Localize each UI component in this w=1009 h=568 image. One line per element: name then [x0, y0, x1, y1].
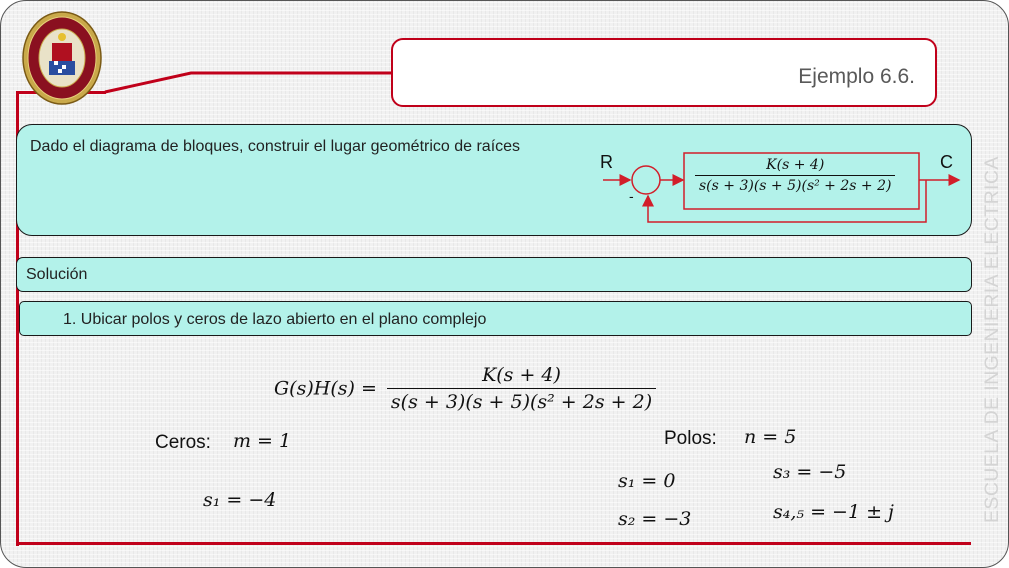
pole-3: s₃ = −5 [773, 461, 847, 483]
red-connector-line [104, 71, 393, 94]
feedback-sign: - [629, 188, 634, 204]
transfer-function-block [683, 152, 920, 210]
school-name-vertical: ESCUELA DE INGENIERIA ELECTRICA [981, 156, 1003, 523]
pole-4-5: s₄,₅ = −1 ± j [773, 501, 894, 523]
block-tf-denominator: s(s + 3)(s + 5)(s² + 2s + 2) [695, 175, 896, 194]
equation-lhs: G(s)H(s) = [274, 377, 377, 400]
red-vertical-line [16, 91, 19, 546]
red-bottom-line [16, 542, 971, 545]
poles-count: n = 5 [744, 426, 797, 448]
block-transfer-function: K(s + 4) s(s + 3)(s + 5)(s² + 2s + 2) [695, 157, 896, 194]
output-label: C [940, 152, 953, 172]
zeros-count: m = 1 [233, 430, 292, 452]
equation-denominator: s(s + 3)(s + 5)(s² + 2s + 2) [386, 388, 657, 413]
pole-1: s₁ = 0 [618, 470, 676, 492]
zeros-label: Ceros: [155, 432, 211, 453]
open-loop-equation: G(s)H(s) = K(s + 4) s(s + 3)(s + 5)(s² +… [274, 364, 657, 413]
equation-numerator: K(s + 4) [482, 364, 561, 386]
problem-statement: Dado el diagrama de bloques, construir e… [30, 138, 521, 155]
university-seal-logo [22, 11, 102, 105]
title-box: Ejemplo 6.6. [391, 38, 937, 107]
step1-panel [19, 301, 972, 336]
summing-junction [631, 165, 661, 195]
solution-heading-panel [16, 257, 972, 292]
poles-label: Polos: [664, 428, 717, 449]
step1-text: 1. Ubicar polos y ceros de lazo abierto … [63, 311, 487, 328]
zero-1: s₁ = −4 [203, 489, 277, 511]
pole-2: s₂ = −3 [618, 508, 692, 530]
block-diagram [603, 152, 961, 223]
slide-title: Ejemplo 6.6. [798, 65, 915, 88]
block-tf-numerator: K(s + 4) [766, 157, 825, 173]
solution-heading: Solución [26, 266, 88, 283]
feedback-path [642, 180, 927, 223]
input-label: R [600, 152, 613, 172]
problem-panel [16, 124, 972, 236]
